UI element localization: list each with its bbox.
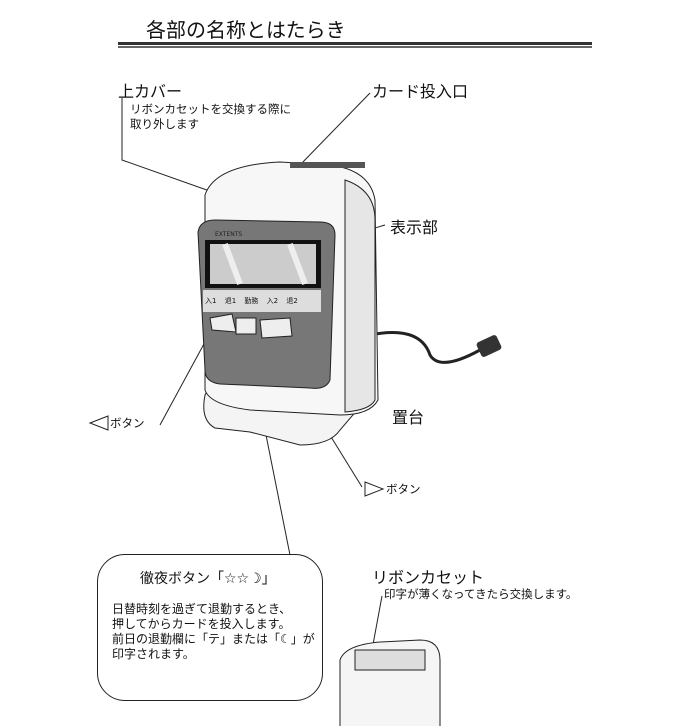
night-button-shape xyxy=(235,317,257,335)
title-rule xyxy=(118,42,592,45)
desc-line: 取り外します xyxy=(130,117,199,131)
mode-label: 入2 xyxy=(266,297,279,305)
leader-card-slot xyxy=(299,92,371,166)
desc-line: 日替時刻を過ぎて退勤するとき、 xyxy=(112,602,292,616)
brand-logo: EXTENTS xyxy=(215,231,243,238)
page-title: 各部の名称とはたらき xyxy=(146,18,346,42)
label-left-button: ボタン xyxy=(110,416,145,430)
leader-top-cover xyxy=(121,98,236,201)
mode-label: 退1 xyxy=(224,297,237,305)
label-stand: 置台 xyxy=(392,408,425,427)
panel-mode-labels: 入1 退1 勤務 入2 退2 xyxy=(205,296,298,306)
power-cord xyxy=(369,331,481,364)
right-button-shape xyxy=(259,317,293,339)
top-cover-desc: リボンカセットを交換する際に 取り外します xyxy=(130,102,291,132)
label-right-button: ボタン xyxy=(386,482,421,496)
right-triangle-icon xyxy=(364,481,385,497)
label-display: 表示部 xyxy=(390,218,439,237)
mode-label: 勤務 xyxy=(244,297,259,305)
label-ribbon: リボンカセット xyxy=(372,568,485,587)
label-top-cover: 上カバー xyxy=(118,82,183,101)
power-plug xyxy=(476,335,502,357)
label-card-slot: カード投入口 xyxy=(372,82,469,101)
night-button-title: 徹夜ボタン「☆☆☽」 xyxy=(140,571,276,587)
left-triangle-icon xyxy=(88,415,109,431)
card-slot-shape xyxy=(290,162,365,168)
desc-line: 押してからカードを投入します。 xyxy=(112,617,291,631)
ribbon-desc: 印字が薄くなってきたら交換します。 xyxy=(384,587,578,601)
mode-label: 入1 xyxy=(205,297,217,305)
mode-label: 退2 xyxy=(286,297,298,305)
desc-line: 前日の退勤欄に「テ」または「☾」が xyxy=(112,632,315,646)
desc-line: リボンカセットを交換する際に xyxy=(130,102,291,116)
desc-line: 印字されます。 xyxy=(112,647,195,661)
night-button-callout xyxy=(97,554,323,701)
night-button-desc: 日替時刻を過ぎて退勤するとき、 押してからカードを投入します。 前日の退勤欄に「… xyxy=(112,602,315,662)
title-rule-2 xyxy=(118,46,592,48)
leader-ribbon xyxy=(371,595,383,651)
